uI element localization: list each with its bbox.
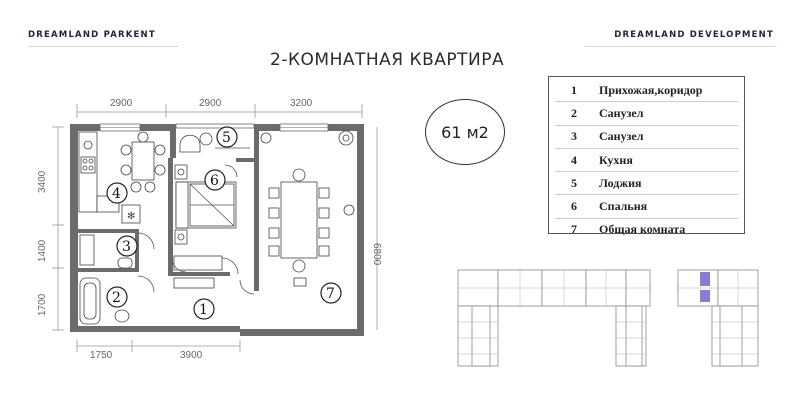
area-value: 61 м2 (441, 122, 489, 142)
dimension-top: 2900 2900 3200 (76, 98, 363, 118)
legend-name: Спальня (599, 199, 648, 214)
dimension-bottom: 1750 3900 (76, 340, 241, 361)
legend-name: Кухня (599, 152, 633, 167)
living-room-furniture (260, 130, 355, 287)
key-plan-details (458, 270, 758, 355)
dim-top-3: 3200 (290, 98, 313, 109)
brand-right-logo: DREAMLAND DEVELOPMENT (614, 30, 774, 40)
legend-row: 2 Санузел (555, 102, 738, 126)
legend-num: 3 (571, 129, 577, 144)
legend-num: 1 (571, 82, 577, 97)
dim-top-2: 2900 (199, 98, 222, 109)
room-labels: 4 3 2 5 6 1 7 (106, 126, 342, 320)
legend-num: 5 (571, 175, 577, 190)
legend-num: 7 (571, 222, 577, 237)
dim-left-2: 1400 (37, 239, 48, 262)
legend-name: Санузел (599, 105, 644, 120)
legend-name: Общая комната (599, 222, 686, 237)
legend-num: 4 (571, 152, 577, 167)
dim-left-1: 3400 (37, 170, 48, 193)
legend-name: Санузел (599, 129, 644, 144)
key-plan-blocks (457, 269, 759, 367)
walls (70, 123, 364, 336)
legend-row: 4 Кухня (555, 149, 738, 173)
bathroom-furniture (79, 234, 133, 325)
legend-num: 2 (571, 105, 577, 120)
kitchen-furniture: ✻ (78, 131, 166, 224)
dim-bottom-1: 1750 (90, 350, 113, 361)
area-badge: 61 м2 (425, 99, 505, 165)
legend-num: 6 (571, 199, 577, 214)
highlighted-unit (700, 272, 710, 286)
loggia-furniture (179, 132, 250, 153)
room-label-4: 4 (112, 186, 121, 202)
legend-row: 5 Лоджия (555, 172, 738, 196)
dim-top-1: 2900 (110, 98, 133, 109)
room-label-6: 6 (210, 173, 219, 189)
dim-bottom-2: 3900 (180, 350, 203, 361)
page-title: 2-КОМНАТНАЯ КВАРТИРА (270, 50, 505, 70)
legend-name: Прихожая,коридор (599, 82, 703, 97)
room-label-5: 5 (222, 130, 231, 146)
header-divider-left (28, 46, 178, 47)
room-label-2: 2 (112, 290, 121, 306)
legend-row: 7 Общая комната (555, 219, 738, 241)
dimension-left: 3400 1400 1700 (37, 126, 64, 331)
dimension-right: 6800 (371, 127, 382, 330)
legend-name: Лоджия (599, 175, 642, 190)
header-divider-right (585, 46, 775, 47)
svg-text:✻: ✻ (127, 211, 135, 222)
legend-row: 1 Прихожая,коридор (555, 79, 738, 103)
legend-row: 6 Спальня (555, 195, 738, 219)
dim-right-1: 6800 (371, 243, 382, 266)
bedroom-furniture (173, 164, 237, 289)
room-label-3: 3 (122, 239, 131, 255)
highlighted-unit (700, 290, 710, 302)
door-swings (137, 164, 255, 295)
room-label-7: 7 (326, 286, 335, 302)
legend-row: 3 Санузел (555, 126, 738, 149)
room-label-1: 1 (199, 302, 208, 318)
dim-left-3: 1700 (37, 293, 48, 316)
brand-left-logo: DREAMLAND PARKENT (28, 30, 156, 40)
